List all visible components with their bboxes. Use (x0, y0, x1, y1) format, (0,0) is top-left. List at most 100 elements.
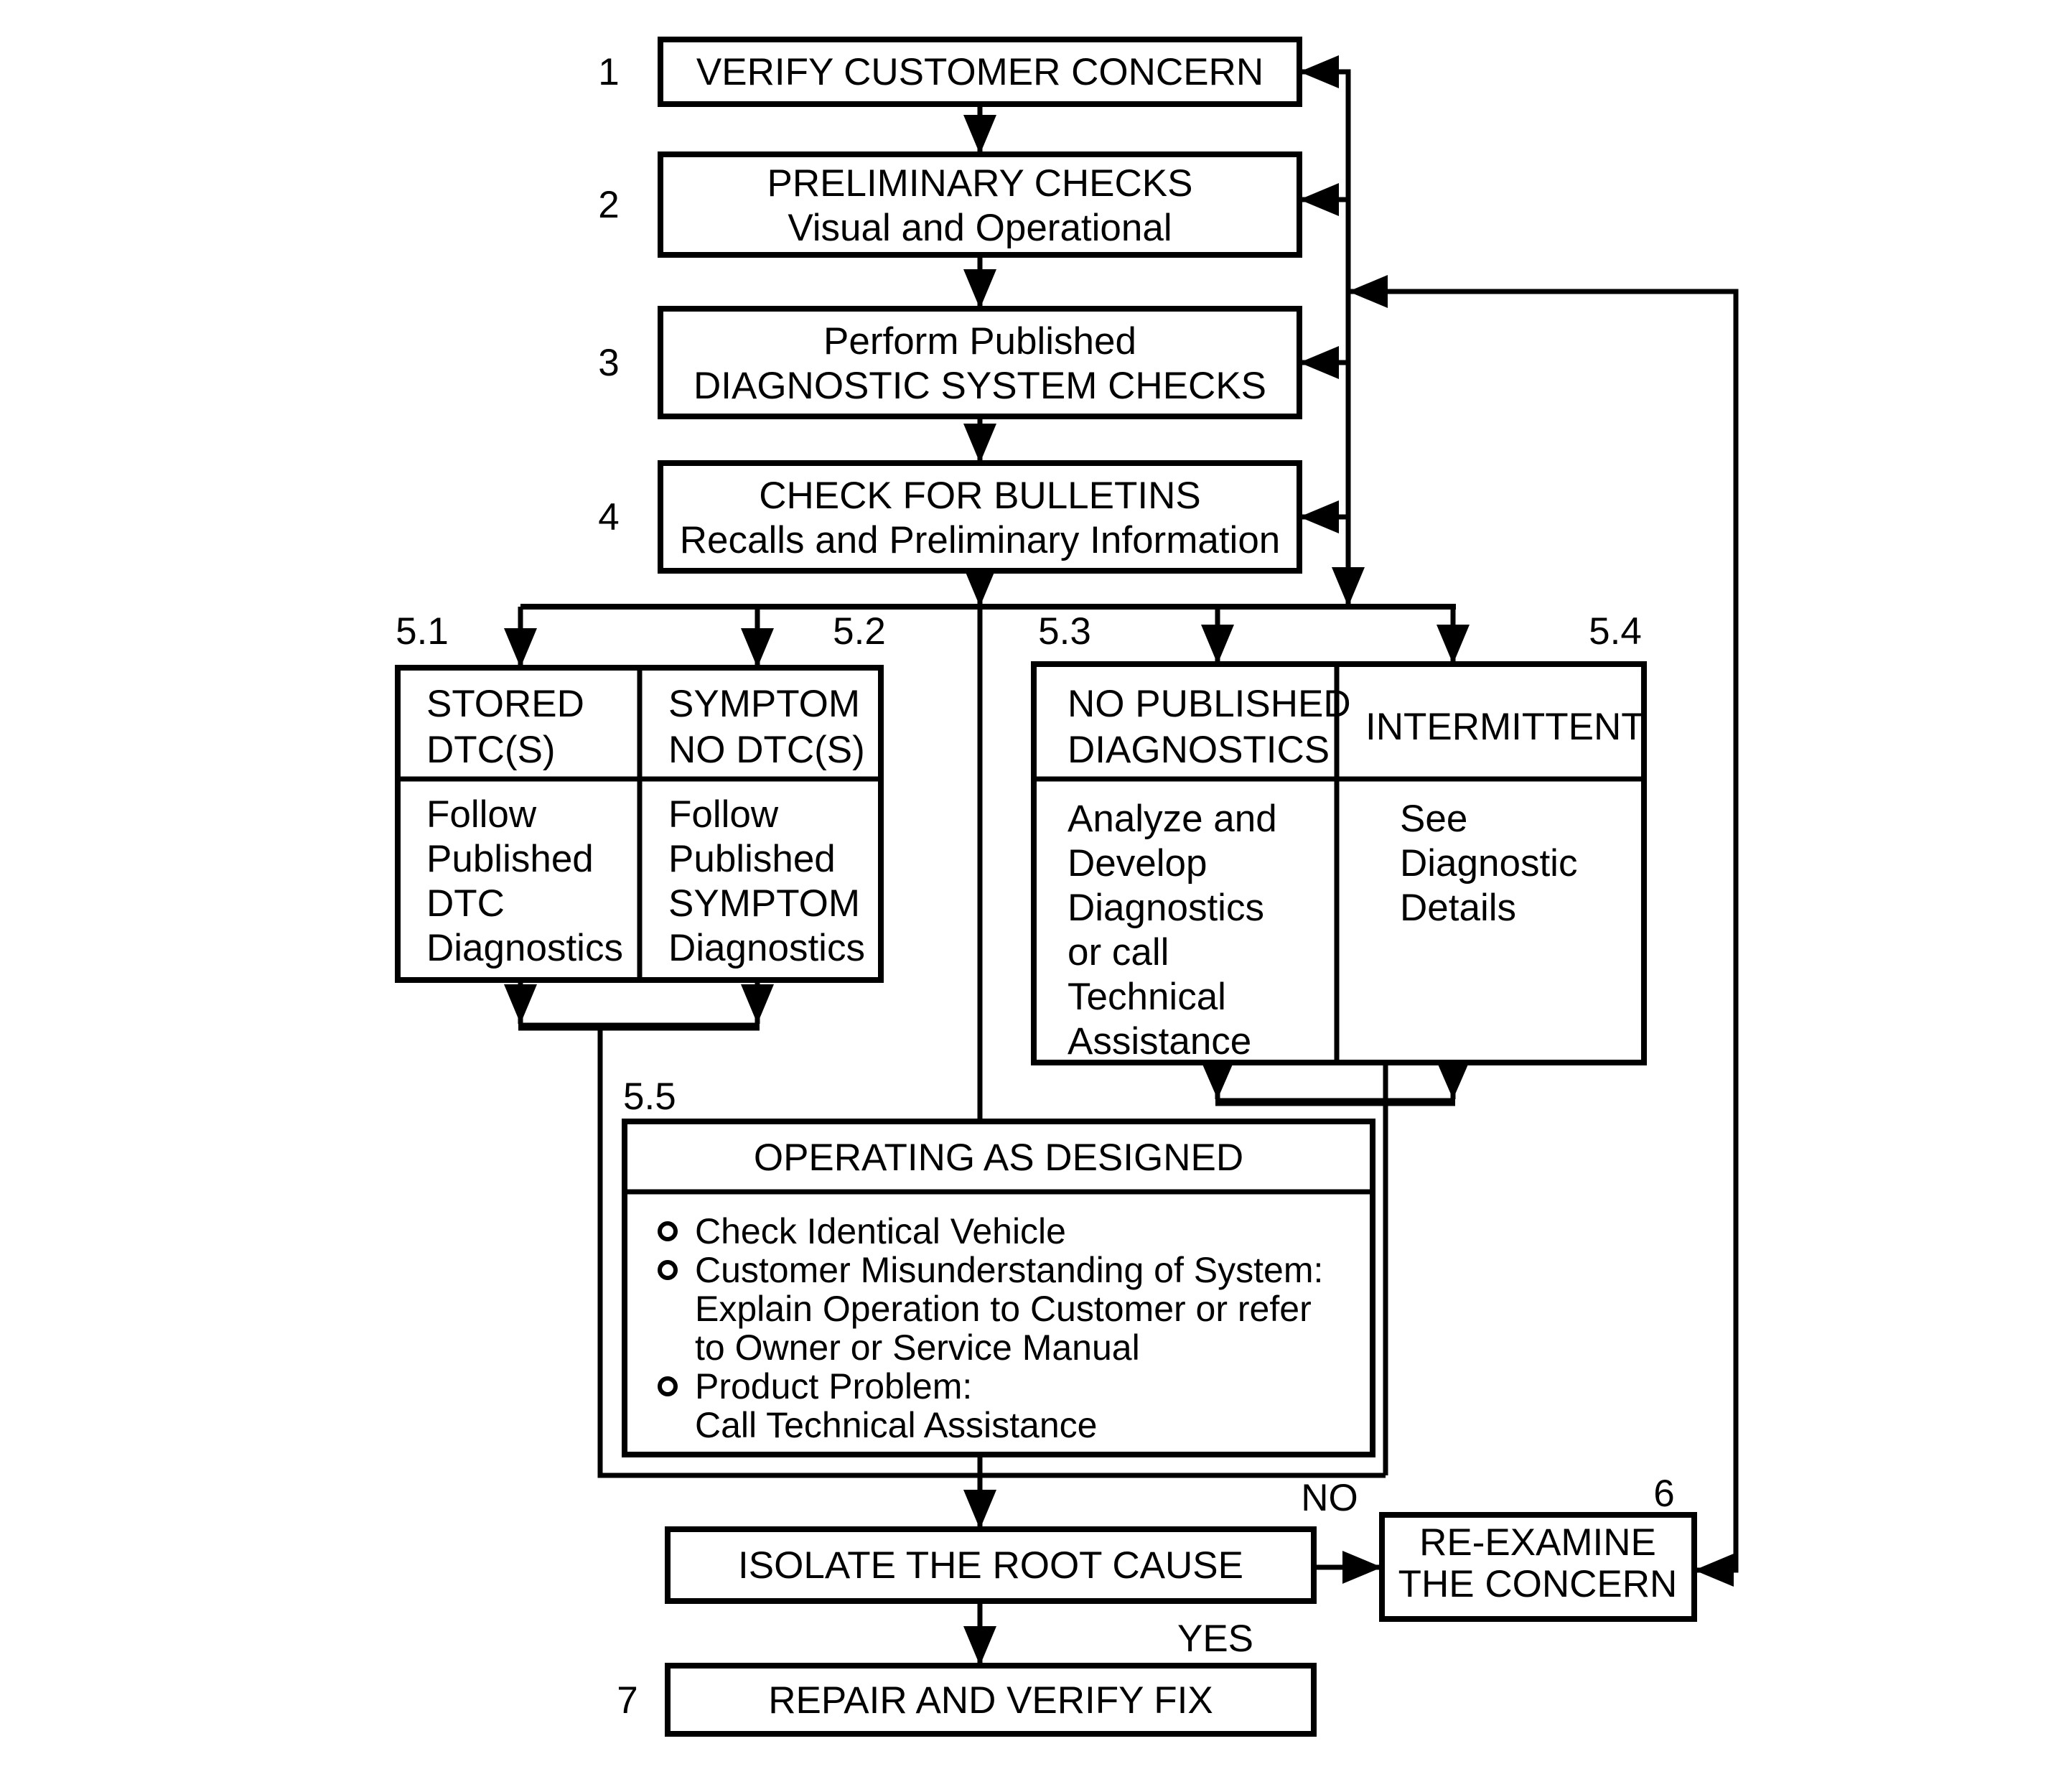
stored-dtc-header-line2: DTC(S) (426, 729, 556, 771)
no-published-body-line2: Develop (1068, 842, 1207, 885)
reexamine-box (1379, 1512, 1697, 1622)
stored-dtc-body-line2: Published (426, 838, 594, 880)
step2-number: 2 (598, 184, 619, 226)
symptom-body-line2: Published (668, 838, 836, 880)
repair-box (665, 1663, 1317, 1737)
operating-item-2: Customer Misunderstanding of System: (695, 1250, 1323, 1290)
reexamine-line1: RE-EXAMINE (1419, 1521, 1656, 1564)
step3-box (658, 306, 1302, 419)
step-isolate-root-cause: ISOLATE THE ROOT CAUSE NO YES (665, 1477, 1358, 1660)
arrowhead-5-2-merge-icon (741, 984, 774, 1024)
step6-number: 6 (1653, 1473, 1674, 1515)
step4-title-line2: Recalls and Preliminary Information (680, 519, 1281, 561)
arrowhead-into-5-3-icon (1201, 625, 1234, 664)
arrowhead-outer-into-reexamine-icon (1694, 1554, 1734, 1587)
bullet-circle-icon (658, 1260, 678, 1280)
intermittent-body-line3: Details (1400, 887, 1516, 929)
label-5-2: 5.2 (833, 610, 886, 653)
edge-label-no: NO (1301, 1477, 1358, 1519)
step2-title-line2: Visual and Operational (788, 207, 1172, 249)
step3-title-line1: Perform Published (823, 320, 1136, 363)
step2-box (658, 151, 1302, 258)
arrowhead-center-into-branch-icon (963, 567, 996, 607)
stored-dtc-body-line3: DTC (426, 882, 505, 925)
arrowhead-into-5-2-icon (741, 628, 774, 668)
intermittent-header: INTERMITTENT (1365, 706, 1645, 748)
arrowhead-5-3-merge-icon (1201, 1061, 1234, 1099)
arrowhead-return-into-branch-icon (1332, 567, 1365, 607)
block-5-1-5-2: 5.1 5.2 STORED DTC(S) Follow Published D… (395, 610, 886, 983)
no-published-body-line1: Analyze and (1068, 798, 1277, 840)
symptom-body-line1: Follow (668, 793, 779, 836)
symptom-header-line2: NO DTC(S) (668, 729, 865, 771)
label-5-1: 5.1 (396, 610, 449, 653)
arrowhead-into-step2-icon (963, 115, 996, 154)
isolate-box (665, 1526, 1317, 1604)
operating-title: OPERATING AS DESIGNED (754, 1137, 1243, 1179)
step7-number: 7 (617, 1679, 637, 1722)
operating-item-3: Product Problem: (695, 1366, 972, 1406)
operating-item-2-cont2: to Owner or Service Manual (695, 1327, 1140, 1368)
step3-number: 3 (598, 342, 619, 384)
step4-box (658, 460, 1302, 574)
step-2-preliminary-checks: 2 PRELIMINARY CHECKS Visual and Operatio… (598, 151, 1302, 258)
operating-box (622, 1119, 1375, 1457)
arrowhead-outer-into-inner-return-icon (1348, 275, 1388, 308)
no-published-body-line4: or call (1068, 931, 1169, 974)
step1-box (658, 37, 1302, 107)
step-7-repair-and-verify-fix: 7 REPAIR AND VERIFY FIX (617, 1663, 1317, 1737)
isolate-title: ISOLATE THE ROOT CAUSE (738, 1544, 1243, 1587)
arrowhead-isolate-into-reexamine-icon (1342, 1551, 1382, 1584)
stored-dtc-body-line1: Follow (426, 793, 537, 836)
intermittent-body-line1: See (1400, 798, 1467, 840)
arrowhead-5-4-merge-icon (1437, 1061, 1470, 1099)
bullet-circle-icon (658, 1376, 678, 1396)
step-5-5-operating-as-designed: 5.5 OPERATING AS DESIGNED Check Identica… (622, 1075, 1375, 1457)
step4-title-line1: CHECK FOR BULLETINS (759, 475, 1201, 517)
repair-title: REPAIR AND VERIFY FIX (768, 1679, 1213, 1722)
stored-dtc-header-line1: STORED (426, 683, 584, 725)
reexamine-line2: THE CONCERN (1398, 1563, 1678, 1605)
arrowhead-into-step4-icon (963, 424, 996, 463)
label-5-5: 5.5 (623, 1075, 676, 1118)
bypass-left-and-bottom (597, 1027, 1386, 1478)
operating-item-2-cont1: Explain Operation to Customer or refer (695, 1289, 1312, 1329)
step1-title: VERIFY CUSTOMER CONCERN (696, 51, 1263, 93)
block-5-3-5-4: 5.3 5.4 NO PUBLISHED DIAGNOSTICS Analyze… (1031, 610, 1647, 1065)
arrowhead-into-step2-right-icon (1299, 183, 1339, 216)
no-published-body-line6: Assistance (1068, 1020, 1251, 1063)
label-5-3: 5.3 (1038, 610, 1091, 653)
step-1-verify-customer-concern: 1 VERIFY CUSTOMER CONCERN (598, 37, 1302, 107)
label-5-4: 5.4 (1589, 610, 1642, 653)
arrowhead-into-isolate-icon (963, 1490, 996, 1529)
bullet-circle-icon (658, 1221, 678, 1241)
step2-title-line1: PRELIMINARY CHECKS (767, 162, 1193, 205)
step-4-check-for-bulletins: 4 CHECK FOR BULLETINS Recalls and Prelim… (598, 460, 1302, 574)
no-published-header-line2: DIAGNOSTICS (1068, 729, 1330, 771)
no-published-body-line5: Technical (1068, 976, 1226, 1018)
arrowhead-into-step1-right-icon (1299, 55, 1339, 88)
no-published-header-line1: NO PUBLISHED (1068, 683, 1351, 725)
arrowhead-into-5-4-icon (1437, 625, 1470, 664)
step1-number: 1 (598, 51, 619, 93)
edge-label-yes: YES (1177, 1618, 1253, 1660)
arrowhead-into-repair-icon (963, 1626, 996, 1666)
arrowhead-into-step3-icon (963, 269, 996, 309)
arrowhead-into-step4-right-icon (1299, 500, 1339, 533)
symptom-body-line3: SYMPTOM (668, 882, 860, 925)
no-published-body-line3: Diagnostics (1068, 887, 1264, 929)
symptom-body-line4: Diagnostics (668, 927, 865, 969)
operating-item-3-cont1: Call Technical Assistance (695, 1405, 1097, 1445)
step-6-reexamine-the-concern: 6 RE-EXAMINE THE CONCERN (1379, 1473, 1697, 1622)
step-3-diagnostic-system-checks: 3 Perform Published DIAGNOSTIC SYSTEM CH… (598, 306, 1302, 419)
arrowhead-into-5-1-icon (504, 628, 537, 668)
intermittent-body-line2: Diagnostic (1400, 842, 1577, 885)
step3-title-line2: DIAGNOSTIC SYSTEM CHECKS (693, 365, 1266, 407)
arrowhead-into-step3-right-icon (1299, 346, 1339, 379)
symptom-header-line1: SYMPTOM (668, 683, 860, 725)
arrowheads (504, 55, 1734, 1666)
stored-dtc-body-line4: Diagnostics (426, 927, 623, 969)
step4-number: 4 (598, 496, 619, 538)
